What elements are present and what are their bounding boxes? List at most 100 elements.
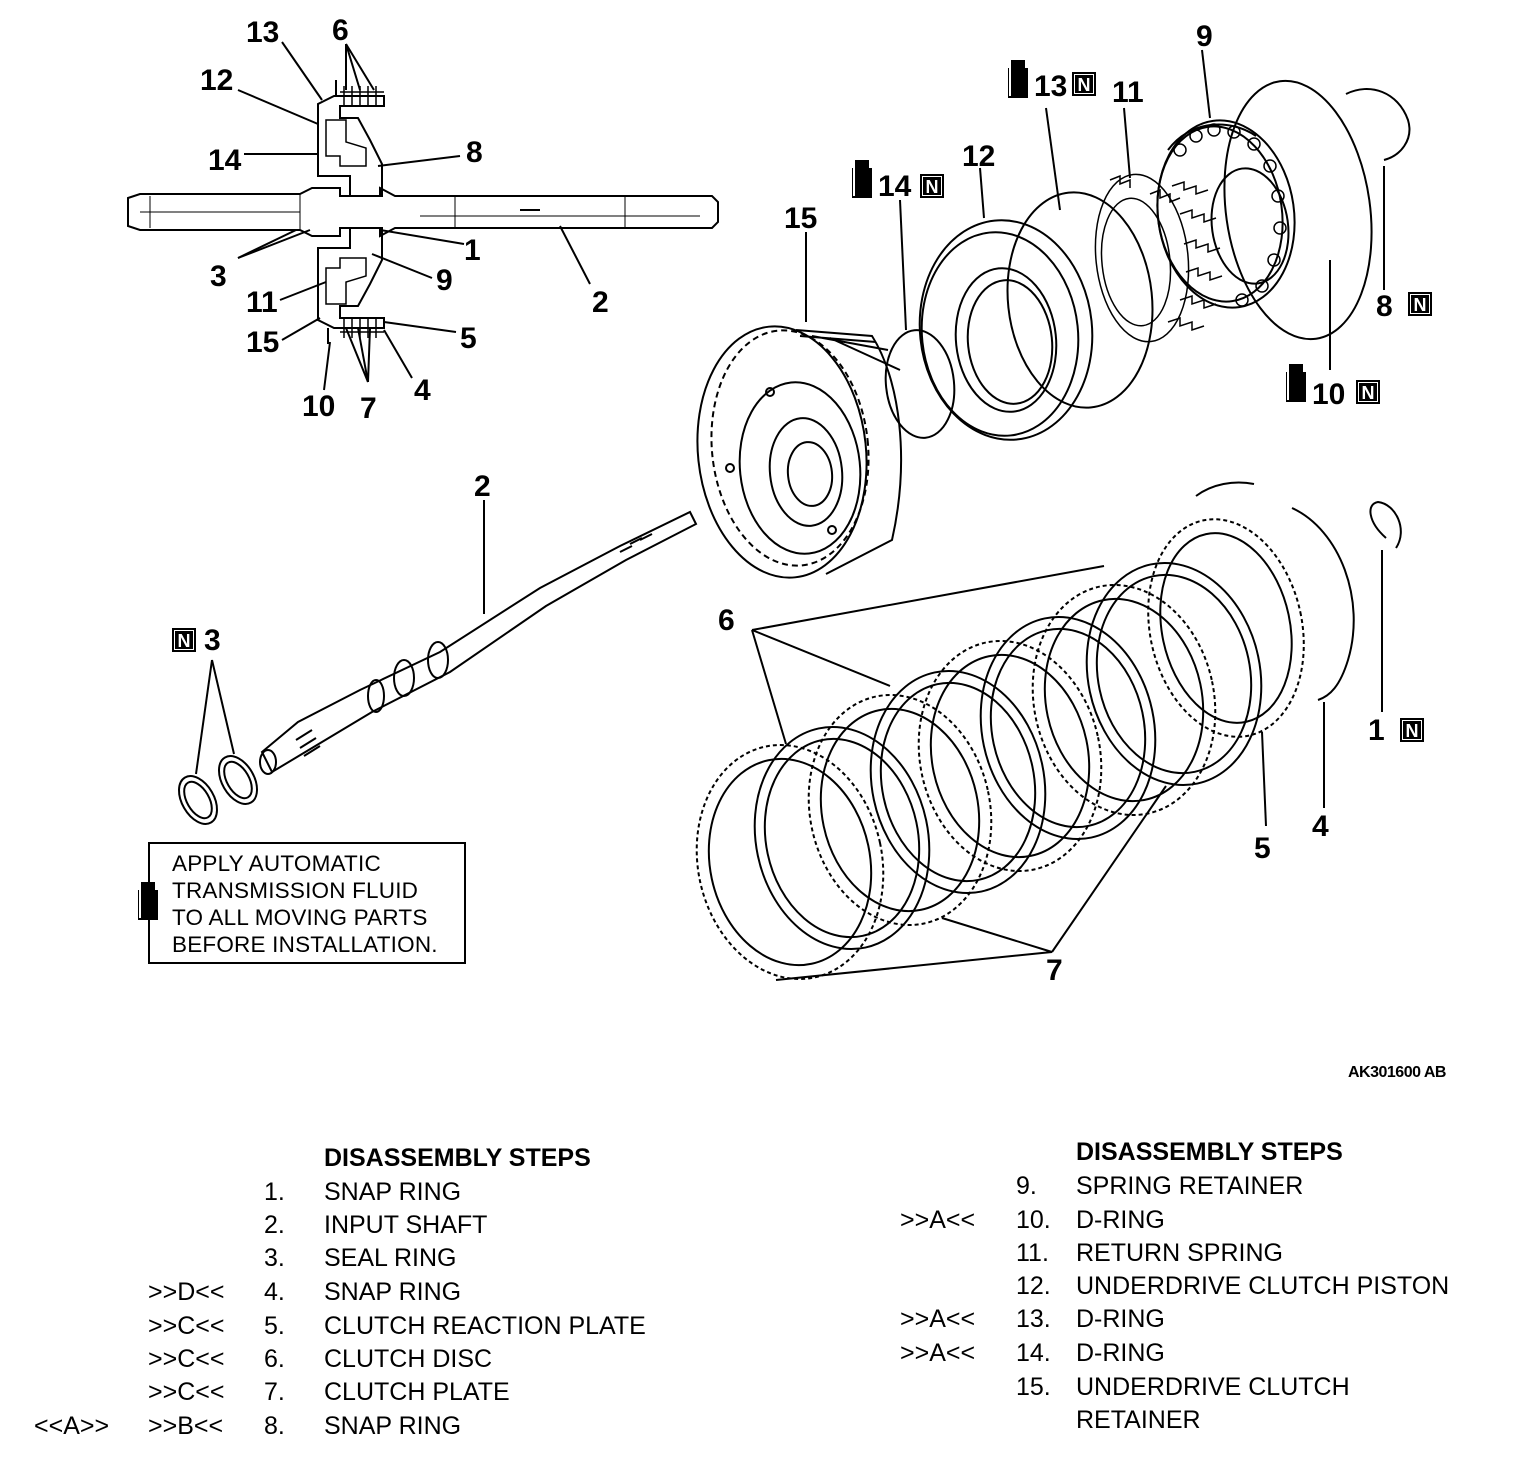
callout-2: 2 xyxy=(592,286,609,319)
callout-1: 1 xyxy=(464,234,481,267)
callout-13: 13 xyxy=(246,16,279,49)
callout-12: 12 xyxy=(200,64,233,97)
callout-p2: 2 xyxy=(474,470,491,503)
step-label: SNAP RING xyxy=(324,1178,462,1206)
step-label: RETURN SPRING xyxy=(1076,1239,1283,1267)
callout-p12: 12 xyxy=(962,140,995,173)
step-number: 14. xyxy=(1016,1339,1051,1367)
step-label: UNDERDRIVE CLUTCH PISTON xyxy=(1076,1272,1450,1300)
callout-8: 8 xyxy=(466,136,483,169)
seal-ring-b xyxy=(218,755,258,805)
step-label: SNAP RING xyxy=(324,1278,462,1306)
step-number: 15. xyxy=(1016,1373,1051,1401)
step-number: 8. xyxy=(264,1412,285,1440)
fluid-note-line: BEFORE INSTALLATION. xyxy=(172,932,438,957)
callout-14: 14 xyxy=(208,144,242,177)
step-label: SPRING RETAINER xyxy=(1076,1172,1304,1200)
callout-9: 9 xyxy=(436,264,453,297)
step-number: 2. xyxy=(264,1211,285,1239)
callout-4: 4 xyxy=(414,374,431,407)
input-shaft xyxy=(259,500,698,775)
cross-section-callouts: 13 6 12 8 14 3 1 2 11 9 15 5 10 7 4 xyxy=(200,14,609,425)
step-number: 4. xyxy=(264,1278,285,1306)
step-label: SEAL RING xyxy=(324,1244,457,1272)
step-ref: >>C<< xyxy=(148,1378,225,1406)
step-number: 13. xyxy=(1016,1305,1051,1333)
fluid-note-line: TO ALL MOVING PARTS xyxy=(172,905,428,930)
callout-p14: 14 xyxy=(878,170,912,203)
step-ref: >>B<< xyxy=(148,1412,224,1440)
step-number: 6. xyxy=(264,1345,285,1373)
fluid-bottle-icon xyxy=(852,160,872,198)
d-ring-14 xyxy=(884,329,956,439)
seal-ring-b-inner xyxy=(223,760,253,800)
callout-7: 7 xyxy=(360,392,377,425)
step-number: 10. xyxy=(1016,1206,1051,1234)
step-number: 7. xyxy=(264,1378,285,1406)
callout-p4: 4 xyxy=(1312,810,1329,843)
callout-11: 11 xyxy=(246,286,278,319)
step-ref: <<A>> xyxy=(34,1412,110,1440)
new-part-symbol: N xyxy=(178,631,191,651)
clutch-pack xyxy=(695,561,1263,980)
callout-p9: 9 xyxy=(1196,20,1213,53)
callout-p1: 1 xyxy=(1368,714,1385,747)
step-label: CLUTCH PLATE xyxy=(324,1378,510,1406)
callout-3: 3 xyxy=(210,260,227,293)
callout-15: 15 xyxy=(246,326,279,359)
steps-heading: DISASSEMBLY STEPS xyxy=(1076,1138,1343,1166)
step-ref: >>C<< xyxy=(148,1312,225,1340)
snap-ring-4 xyxy=(1291,507,1355,701)
step-label: D-RING xyxy=(1076,1339,1165,1367)
snap-ring-8 xyxy=(1345,88,1411,161)
step-ref: >>A<< xyxy=(900,1339,976,1367)
fluid-note-box xyxy=(148,842,466,964)
step-number: 5. xyxy=(264,1312,285,1340)
underdrive-clutch-piston xyxy=(918,219,1094,441)
step-label: UNDERDRIVE CLUTCH xyxy=(1076,1373,1350,1401)
callout-p15: 15 xyxy=(784,202,817,235)
underdrive-clutch-retainer xyxy=(696,325,903,579)
clutch-reaction-plate xyxy=(1147,518,1305,738)
step-ref: >>A<< xyxy=(900,1305,976,1333)
step-ref: >>C<< xyxy=(148,1345,225,1373)
seal-ring-a-inner xyxy=(183,780,213,820)
fluid-note-text: APPLY AUTOMATIC TRANSMISSION FLUID TO AL… xyxy=(172,850,472,958)
new-part-symbol: N xyxy=(926,177,939,197)
d-ring-10 xyxy=(1223,79,1373,341)
step-label: CLUTCH DISC xyxy=(324,1345,493,1373)
step-number: 1. xyxy=(264,1178,285,1206)
new-part-symbol: N xyxy=(1406,721,1419,741)
callout-p11: 11 xyxy=(1112,76,1144,109)
callout-p6: 6 xyxy=(718,604,735,637)
disassembly-steps-left: DISASSEMBLY STEPS 1. SNAP RING 2. INPUT … xyxy=(0,1144,760,1444)
step-label: CLUTCH REACTION PLATE xyxy=(324,1312,646,1340)
step-number: 9. xyxy=(1016,1172,1037,1200)
fluid-note-line: APPLY AUTOMATIC xyxy=(172,851,381,876)
cross-section-view xyxy=(127,41,719,391)
callout-6: 6 xyxy=(332,14,349,47)
callout-5: 5 xyxy=(460,322,477,355)
step-label: SNAP RING xyxy=(324,1412,462,1440)
seal-ring-a xyxy=(178,775,218,825)
figure-id: AK301600 AB xyxy=(1348,1064,1446,1081)
new-part-symbol: N xyxy=(1078,75,1091,95)
step-label: D-RING xyxy=(1076,1206,1165,1234)
callout-p5: 5 xyxy=(1254,832,1271,865)
step-number: 11. xyxy=(1016,1239,1049,1267)
step-number: 12. xyxy=(1016,1272,1051,1300)
callout-p7: 7 xyxy=(1046,954,1063,987)
callout-10: 10 xyxy=(302,390,335,423)
callout-p3: 3 xyxy=(204,624,221,657)
fluid-note-line: TRANSMISSION FLUID xyxy=(172,878,419,903)
step-number: 3. xyxy=(264,1244,285,1272)
step-label-continuation: RETAINER xyxy=(1076,1406,1201,1434)
step-ref: >>D<< xyxy=(148,1278,225,1306)
callout-p10: 10 xyxy=(1312,378,1345,411)
spring-retainer xyxy=(1156,119,1296,309)
step-label: D-RING xyxy=(1076,1305,1165,1333)
d-ring-13 xyxy=(1006,191,1154,409)
step-ref: >>A<< xyxy=(900,1206,976,1234)
steps-heading: DISASSEMBLY STEPS xyxy=(324,1144,591,1172)
fluid-bottle-icon xyxy=(1008,60,1028,98)
